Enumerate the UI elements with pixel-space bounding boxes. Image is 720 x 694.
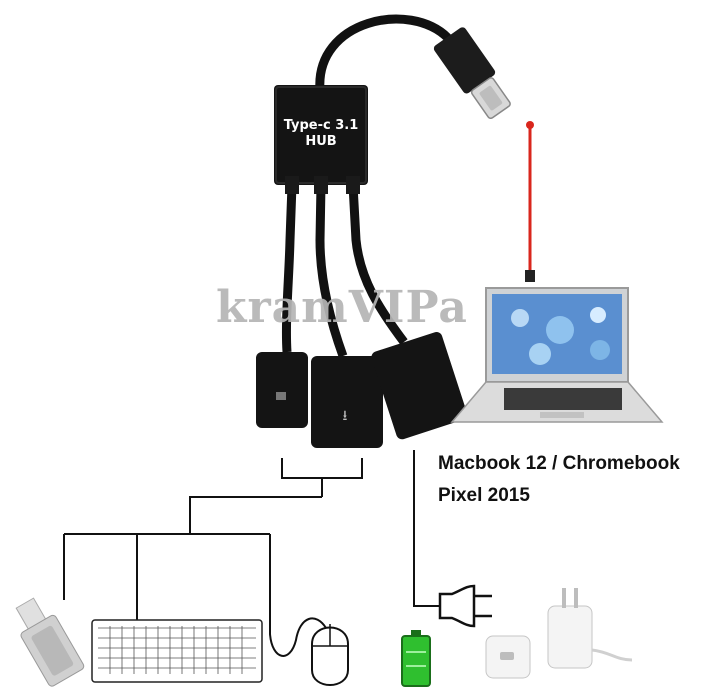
watermark: kramVIPa [216,282,468,333]
usb-c-plug-icon [433,27,511,120]
hub-label-line2: HUB [305,134,337,149]
hub-to-plug-cable [315,14,452,91]
hub-label: Type-c 3.1 HUB [276,118,366,150]
usb-flash-drive-icon [15,597,85,687]
power-connector [371,332,468,440]
power-plug-icon [438,584,492,628]
compatibility-line1: Macbook 12 / Chromebook [438,453,680,474]
wall-charger-icon [485,588,633,679]
compatibility-line2: Pixel 2015 [438,485,530,506]
mouse-icon [311,624,349,686]
micro-usb-connector [256,352,308,428]
cable-micro-usb [281,184,297,353]
hub-body [274,85,368,185]
laptop-icon [450,287,664,423]
cable-power [348,184,408,345]
cable-usb-a [315,184,348,358]
connection-lines [63,450,440,657]
battery-icon [401,630,431,687]
usb-a-connector: ⭳ [311,356,383,448]
hub-label-line1: Type-c 3.1 [283,118,359,133]
keyboard-icon [91,619,263,683]
svg-text:⭳: ⭳ [343,408,348,424]
compatibility-text: Macbook 12 / Chromebook Pixel 2015 [438,448,680,512]
